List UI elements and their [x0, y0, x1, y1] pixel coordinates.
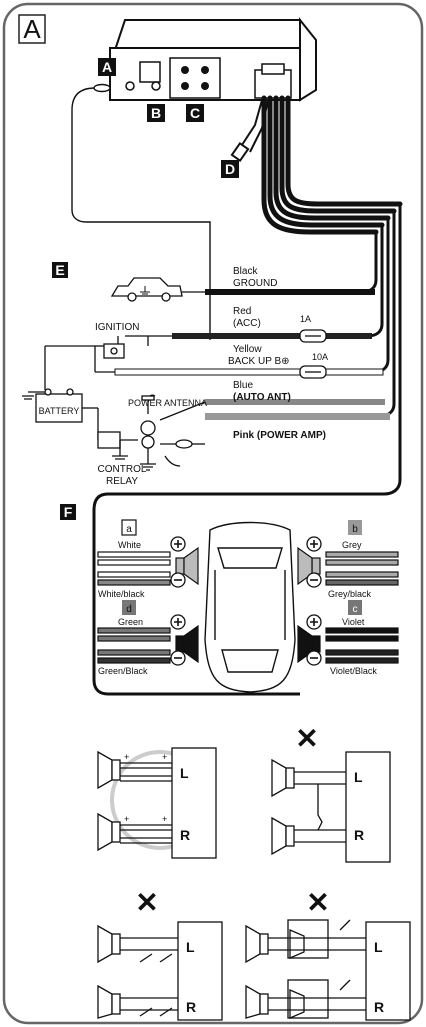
wire-yellow	[114, 368, 384, 376]
label-grey-black: Grey/black	[328, 589, 372, 599]
svg-text:a: a	[126, 524, 132, 535]
label-white: White	[118, 540, 141, 550]
head-unit	[108, 17, 317, 102]
label-blue: Blue	[233, 380, 253, 391]
callout-a: A	[98, 58, 116, 76]
label-yellow: Yellow	[233, 344, 262, 355]
callout-f: F	[60, 504, 76, 520]
ex2-cross-icon: ✕	[295, 723, 318, 754]
control-relay-icon	[97, 394, 205, 471]
svg-text:A: A	[102, 59, 112, 75]
svg-text:E: E	[55, 262, 64, 278]
ex1-L: L	[180, 765, 189, 781]
wire-harness	[261, 95, 403, 235]
car-ground-icon	[110, 277, 205, 302]
speaker-tag-c: c	[348, 600, 362, 615]
svg-text:F: F	[64, 504, 73, 520]
label-grey: Grey	[342, 540, 362, 550]
label-relay: RELAY	[106, 476, 138, 487]
svg-text:c: c	[353, 604, 358, 615]
svg-text:d: d	[126, 604, 132, 615]
example-wrong-2	[271, 751, 391, 863]
fuse-10a	[299, 365, 327, 379]
label-backup: BACK UP B⊕	[228, 356, 290, 367]
label-battery: BATTERY	[39, 406, 80, 416]
ex1-plus-1: +	[124, 752, 129, 762]
label-white-black: White/black	[98, 589, 145, 599]
label-pink: Pink (POWER AMP)	[233, 430, 326, 441]
wire-black	[205, 289, 375, 295]
label-green-black: Green/Black	[98, 666, 148, 676]
label-auto-ant: (AUTO ANT)	[233, 392, 291, 403]
label-fuse-1a: 1A	[300, 314, 311, 324]
example-wrong-4	[245, 919, 411, 1021]
antenna-lead	[71, 83, 211, 340]
antenna-wire	[159, 401, 206, 421]
svg-text:D: D	[225, 161, 235, 177]
callout-c: C	[186, 104, 204, 122]
ex3-L: L	[186, 939, 195, 955]
label-acc: (ACC)	[233, 318, 261, 329]
speaker-wires	[97, 551, 399, 664]
ex4-cross-icon: ✕	[306, 887, 329, 918]
callout-b: B	[147, 104, 165, 122]
callout-d: D	[221, 160, 239, 178]
ex2-L: L	[354, 769, 363, 785]
example-correct	[97, 747, 217, 859]
polarity-marks	[170, 536, 322, 666]
car-top-view	[204, 521, 296, 693]
example-wrong-3	[97, 921, 223, 1021]
wire-pink	[205, 413, 390, 420]
label-fuse-10a: 10A	[312, 352, 328, 362]
ex4-R: R	[374, 999, 384, 1015]
section-label-box	[18, 14, 46, 44]
ex4-L: L	[374, 939, 383, 955]
label-violet-black: Violet/Black	[330, 666, 377, 676]
ex3-R: R	[186, 999, 196, 1015]
label-power-antenna: POWER ANTENNA	[128, 398, 207, 408]
wire-blue	[205, 399, 385, 405]
label-ground: GROUND	[233, 278, 277, 289]
ex2-R: R	[354, 827, 364, 843]
ex1-plus-4: +	[162, 814, 167, 824]
ex1-R: R	[180, 827, 190, 843]
fuse-1a	[299, 329, 327, 343]
section-label: A	[23, 14, 41, 44]
svg-text:b: b	[352, 524, 358, 535]
speaker-tag-b: b	[348, 520, 362, 535]
label-red: Red	[233, 306, 251, 317]
ex1-plus-2: +	[162, 752, 167, 762]
speaker-tag-a: a	[121, 519, 137, 536]
label-green: Green	[118, 617, 143, 627]
callout-e: E	[52, 262, 68, 278]
speaker-tag-d: d	[122, 600, 136, 615]
ex1-plus-3: +	[124, 814, 129, 824]
label-ignition: IGNITION	[95, 322, 139, 333]
wire-red	[172, 333, 372, 339]
svg-text:C: C	[190, 105, 200, 121]
polarity-signs	[174, 540, 318, 659]
label-violet: Violet	[342, 617, 365, 627]
svg-text:B: B	[151, 105, 161, 121]
ex3-cross-icon: ✕	[135, 887, 158, 918]
battery-icon	[22, 388, 99, 440]
ignition-circuit	[44, 335, 172, 390]
label-control: CONTROL	[98, 464, 147, 475]
label-black: Black	[233, 266, 258, 277]
